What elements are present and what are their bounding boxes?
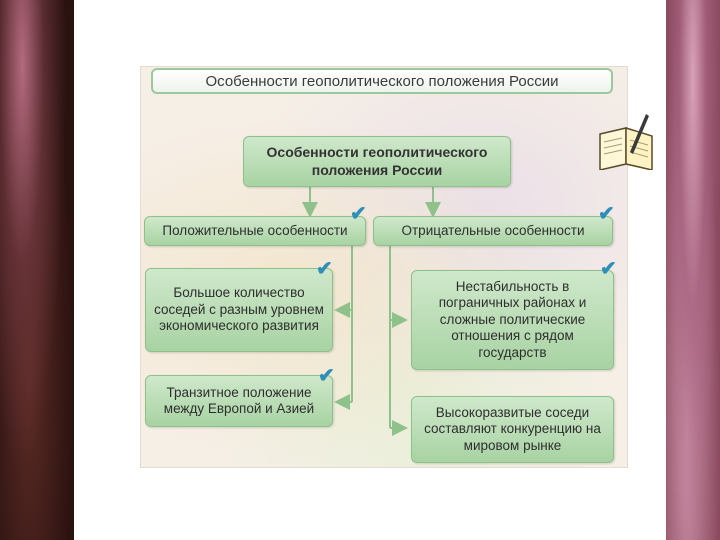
negative-item-box: Высокоразвитые соседи составляют конкуре… xyxy=(411,396,614,463)
negative-header-box: Отрицательные особенности xyxy=(373,216,613,246)
positive-item-box: Большое количество соседей с разным уров… xyxy=(145,268,333,352)
diagram-title: Особенности геополитического положения Р… xyxy=(151,68,613,94)
checkmark-icon: ✔ xyxy=(598,203,615,225)
right-background-panel xyxy=(666,0,720,540)
checkmark-icon: ✔ xyxy=(318,365,335,387)
book-quill-icon xyxy=(599,114,653,170)
checkmark-icon: ✔ xyxy=(600,258,617,280)
positive-item-box: Транзитное положение между Европой и Ази… xyxy=(145,375,333,427)
left-background-panel xyxy=(0,0,74,540)
main-topic-box: Особенности геополитического положения Р… xyxy=(243,136,511,187)
checkmark-icon: ✔ xyxy=(316,258,333,280)
checkmark-icon: ✔ xyxy=(350,203,367,225)
negative-item-box: Нестабильность в пограничных районах и с… xyxy=(411,270,614,370)
positive-header-box: Положительные особенности xyxy=(144,216,366,246)
